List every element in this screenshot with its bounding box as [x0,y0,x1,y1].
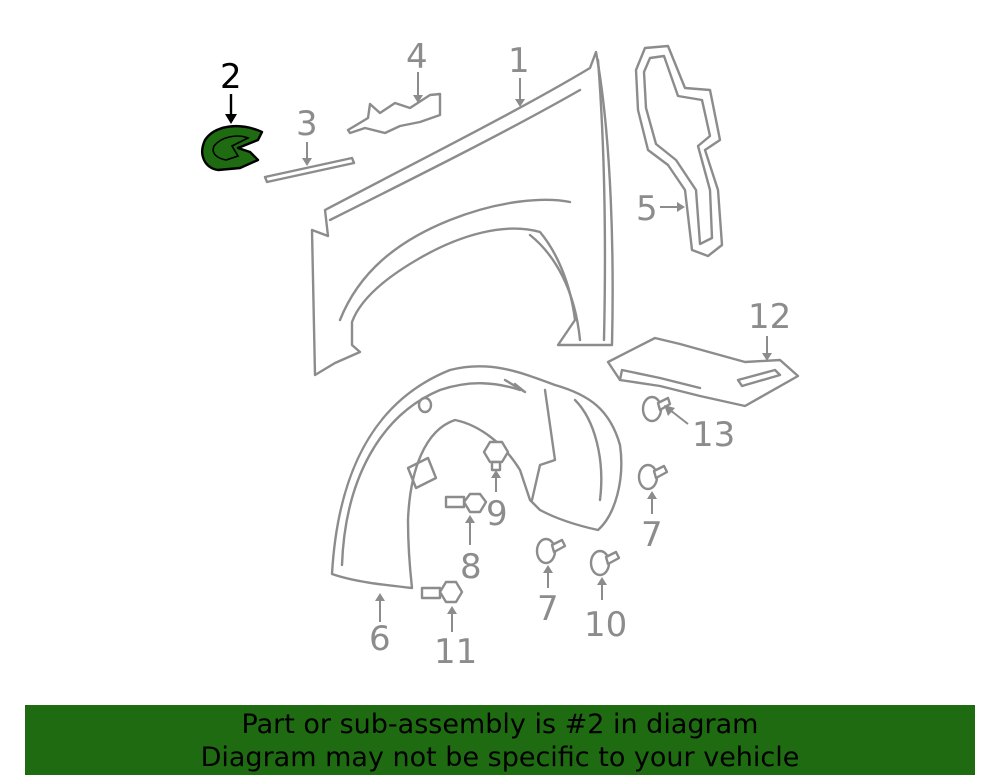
callout-1: 1 [508,41,530,81]
callout-6: 6 [369,619,391,659]
info-banner: Part or sub-assembly is #2 in diagram Di… [25,705,975,775]
part-7-push-pin-lower[interactable] [535,537,567,565]
leader-13 [669,409,689,425]
arrow-4 [413,95,423,103]
callout-7-right: 7 [641,515,663,555]
parts-diagram: 2 3 4 1 5 12 13 [201,37,800,672]
arrow-13 [664,405,675,416]
part-4-bracket[interactable] [346,92,442,135]
part-13-push-pin[interactable] [641,395,672,423]
part-7-push-pin-right[interactable] [637,463,669,491]
arrow-9 [491,470,501,478]
banner-line-2: Diagram may not be specific to your vehi… [200,742,800,773]
part-3-rod[interactable] [263,156,356,184]
arrow-5 [677,202,685,212]
part-2-bracket-highlighted[interactable] [201,125,264,172]
callout-13: 13 [692,415,735,455]
arrow-1 [515,99,525,107]
arrow-12 [762,353,772,361]
callout-2: 2 [220,57,242,97]
arrow-8 [465,515,475,523]
callout-9: 9 [486,494,508,534]
callout-3: 3 [296,104,318,144]
part-1-fender[interactable] [310,50,614,377]
arrow-7b [647,491,657,499]
arrow-6 [375,593,385,601]
arrow-10 [597,577,607,585]
banner-line-1: Part or sub-assembly is #2 in diagram [241,709,759,740]
part-8-stud-bolt[interactable] [444,492,488,514]
callout-4: 4 [406,37,428,77]
callout-12: 12 [748,297,791,337]
callout-10: 10 [584,605,627,645]
part-9-bolt[interactable] [482,440,510,472]
callout-5: 5 [636,189,658,229]
part-11-bolt[interactable] [420,580,464,604]
arrow-7a [543,565,553,573]
arrow-11 [447,606,457,614]
callout-8: 8 [460,547,482,587]
part-12-bracket[interactable] [606,336,800,408]
callout-11: 11 [434,632,477,672]
part-6-wheelhouse-liner[interactable] [330,365,623,590]
arrow-3 [302,158,312,166]
arrow-2 [225,114,237,124]
callout-7-lower: 7 [537,589,559,629]
part-5-seal[interactable] [634,44,724,258]
part-10-push-pin[interactable] [589,549,621,577]
